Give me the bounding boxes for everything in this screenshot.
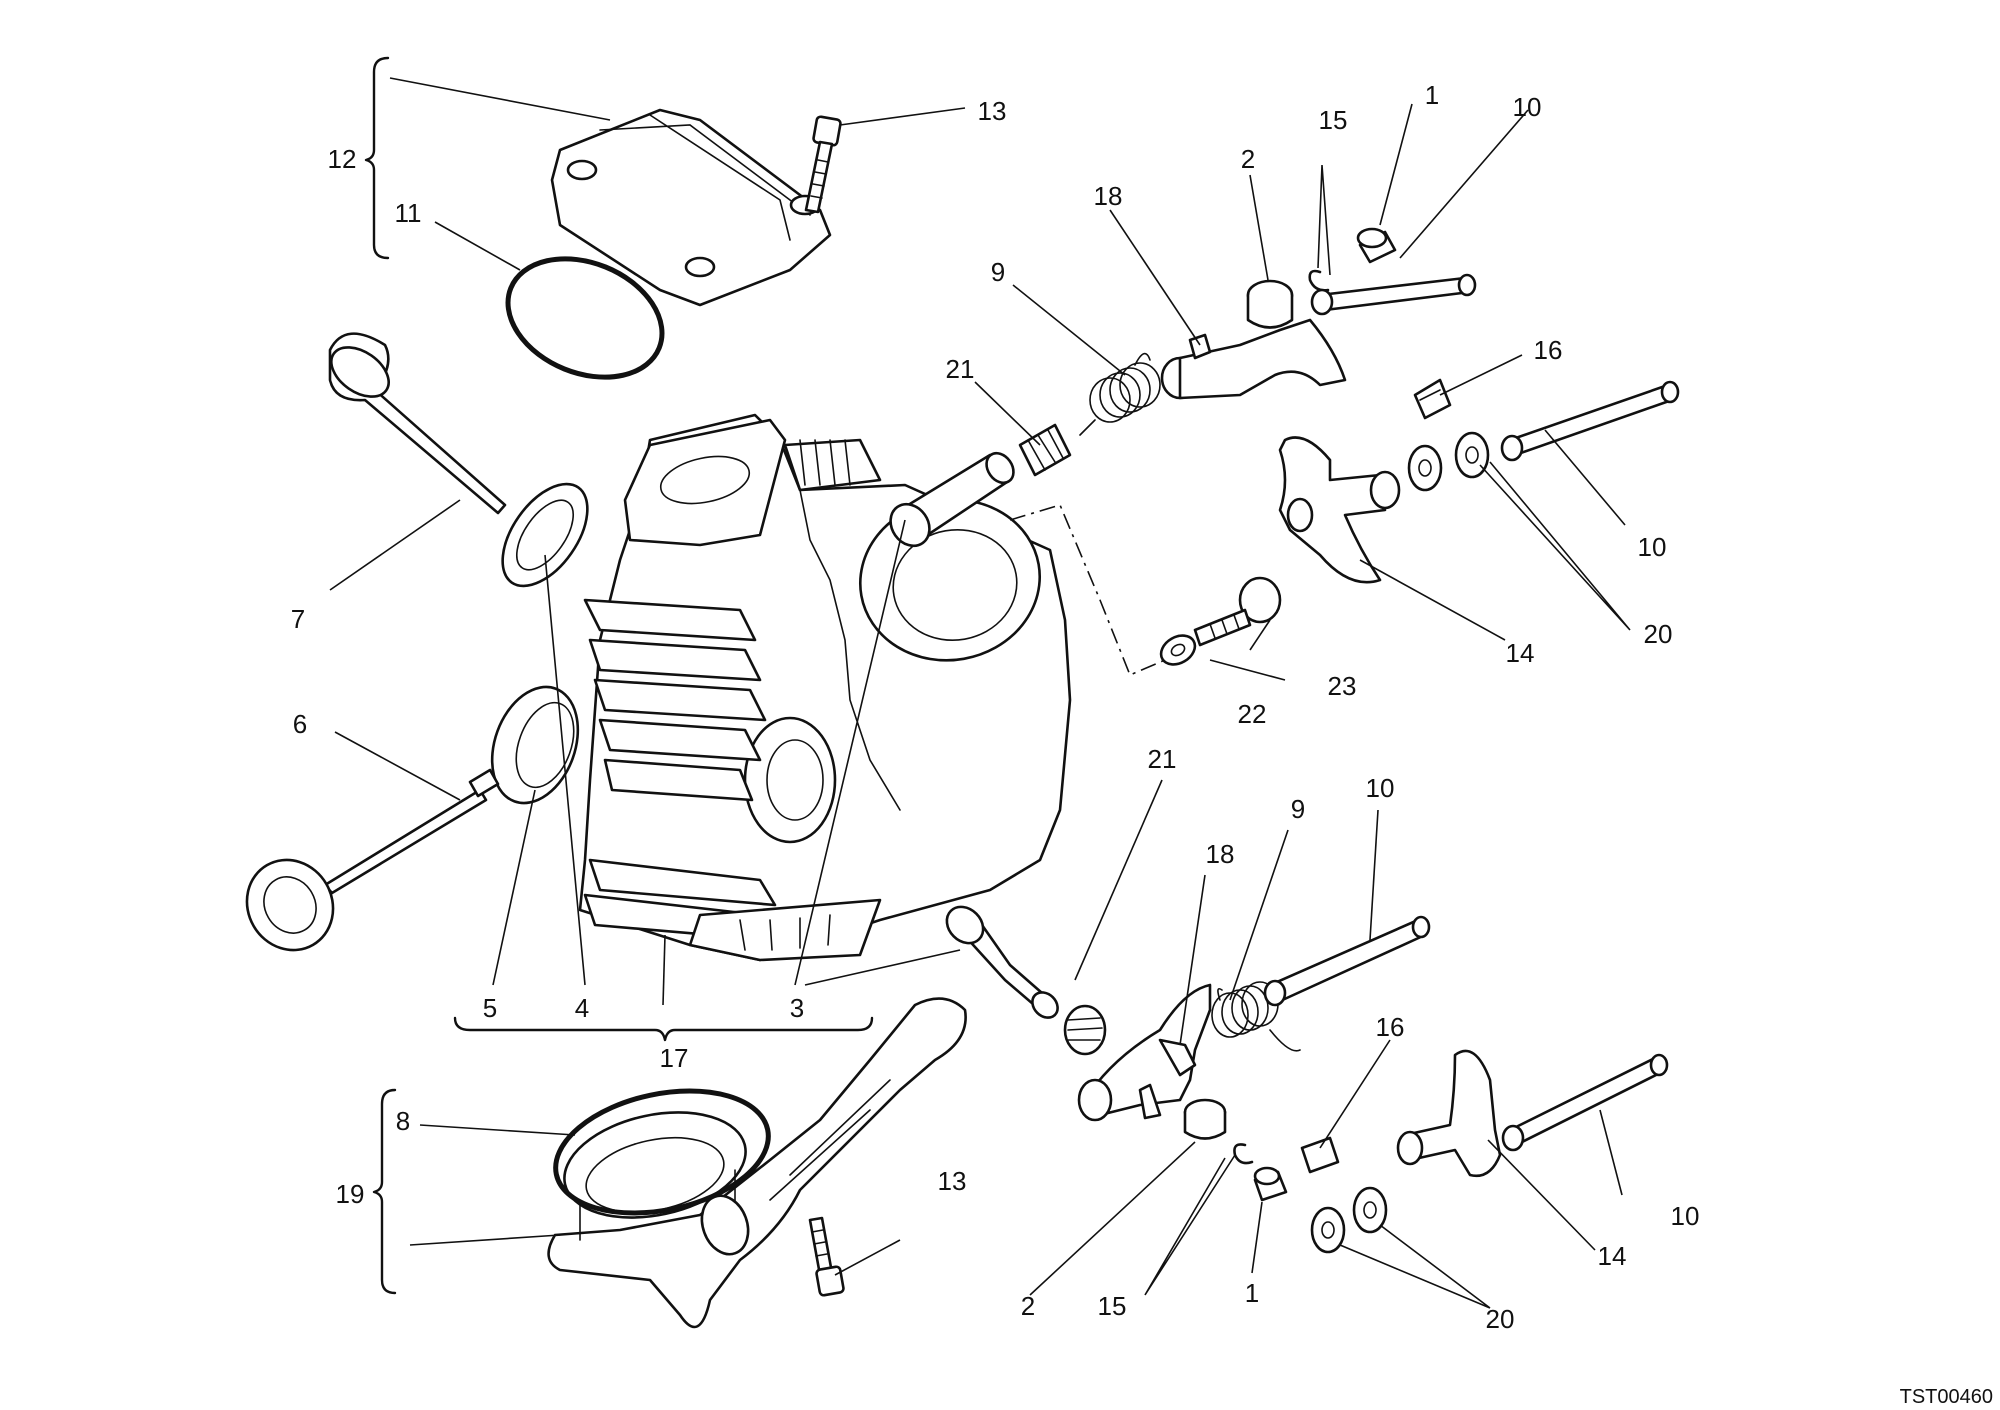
upper-roller: [1356, 227, 1397, 264]
callout-20-upper: 20: [1644, 619, 1673, 649]
callout-14-upper: 14: [1506, 638, 1535, 668]
upper-rocker-spring: [1079, 352, 1161, 436]
lower-pushrod-guide: [945, 905, 1059, 1019]
lower-roller: [1253, 1166, 1288, 1202]
lower-rocker-shaft: [1263, 915, 1431, 1007]
callout-5: 5: [483, 993, 497, 1023]
callout-2-upper: 2: [1241, 144, 1255, 174]
exhaust-valve: [328, 332, 507, 515]
callout-4: 4: [575, 993, 589, 1023]
callout-12: 12: [328, 144, 357, 174]
upper-pushrod-guide: [889, 451, 1015, 548]
callout-19: 19: [336, 1179, 365, 1209]
intake-o-ring: [553, 1088, 771, 1216]
leader-lines: [329, 77, 1631, 1309]
callout-2-lower: 2: [1021, 1291, 1035, 1321]
head-cover-o-ring: [505, 256, 665, 380]
callout-13-lower: 13: [938, 1166, 967, 1196]
upper-rocker-shaft-2: [1500, 380, 1680, 462]
upper-circlip: [1308, 269, 1330, 292]
callout-14-lower: 14: [1598, 1241, 1627, 1271]
callout-8: 8: [396, 1106, 410, 1136]
upper-shim: [1413, 378, 1452, 420]
brace-group-17: [453, 1016, 874, 1042]
callout-15-upper: 15: [1319, 105, 1348, 135]
callout-15-lower: 15: [1098, 1291, 1127, 1321]
callout-21-upper: 21: [946, 354, 975, 384]
lower-circlip: [1233, 1143, 1254, 1165]
upper-rocker-arm-2: [1278, 436, 1401, 584]
cover-screw-bottom: [808, 1216, 845, 1297]
callout-9-lower: 9: [1291, 794, 1305, 824]
callout-17: 17: [660, 1043, 689, 1073]
callout-9-upper: 9: [991, 257, 1005, 287]
lower-shim: [1300, 1136, 1340, 1174]
head-cover: [550, 108, 832, 307]
bolt-washer: [1159, 634, 1197, 666]
callout-3: 3: [790, 993, 804, 1023]
callout-18-lower: 18: [1206, 839, 1235, 869]
upper-rocker-shaft: [1310, 273, 1477, 316]
brace-group-12: [364, 56, 390, 260]
callout-11: 11: [395, 198, 422, 228]
lower-spring-cup: [1063, 1004, 1107, 1056]
callout-16-lower: 16: [1376, 1012, 1405, 1042]
drawing-code: TST00460: [1900, 1386, 1993, 1408]
valve-guide-seal-top: [501, 482, 589, 588]
callout-6: 6: [293, 709, 307, 739]
callout-21-lower: 21: [1148, 744, 1177, 774]
upper-rocker-arm: [1160, 318, 1347, 400]
intake-valve: [245, 768, 500, 952]
lower-bush: [1183, 1098, 1227, 1140]
callout-23: 23: [1328, 671, 1357, 701]
callout-1-lower: 1: [1245, 1278, 1259, 1308]
callout-16-upper: 16: [1534, 335, 1563, 365]
callout-13-upper: 13: [978, 96, 1007, 126]
callout-7: 7: [291, 604, 305, 634]
cylinder-head: [578, 413, 1072, 962]
valve-guide-seal-bottom: [490, 685, 580, 805]
callout-10-upper-b: 10: [1638, 532, 1667, 562]
callout-labels: 1 10 15 13 2 12 18 11 9 16 21 10 7 20 14…: [291, 80, 1700, 1334]
lower-rocker-arm-2: [1396, 1049, 1502, 1178]
cover-screw-top: [804, 115, 842, 214]
upper-spring-cup: [1018, 423, 1072, 477]
callout-18-upper: 18: [1094, 181, 1123, 211]
callout-10-lower-a: 10: [1366, 773, 1395, 803]
callout-1-upper: 1: [1425, 80, 1439, 110]
callout-22: 22: [1238, 699, 1267, 729]
upper-washers: [1407, 431, 1490, 492]
lower-washers: [1310, 1186, 1388, 1254]
upper-bush: [1246, 279, 1294, 329]
assembly-dashed-line: [1009, 504, 1166, 677]
head-bolt: [1193, 576, 1282, 647]
callout-10-lower-b: 10: [1671, 1201, 1700, 1231]
callout-10-upper-a: 10: [1513, 92, 1542, 122]
brace-group-19: [372, 1088, 397, 1295]
lower-rocker-shaft-2: [1501, 1053, 1669, 1152]
lower-rocker-arm: [1077, 983, 1212, 1122]
callout-20-lower: 20: [1486, 1304, 1515, 1334]
intake-manifold: [547, 997, 967, 1329]
